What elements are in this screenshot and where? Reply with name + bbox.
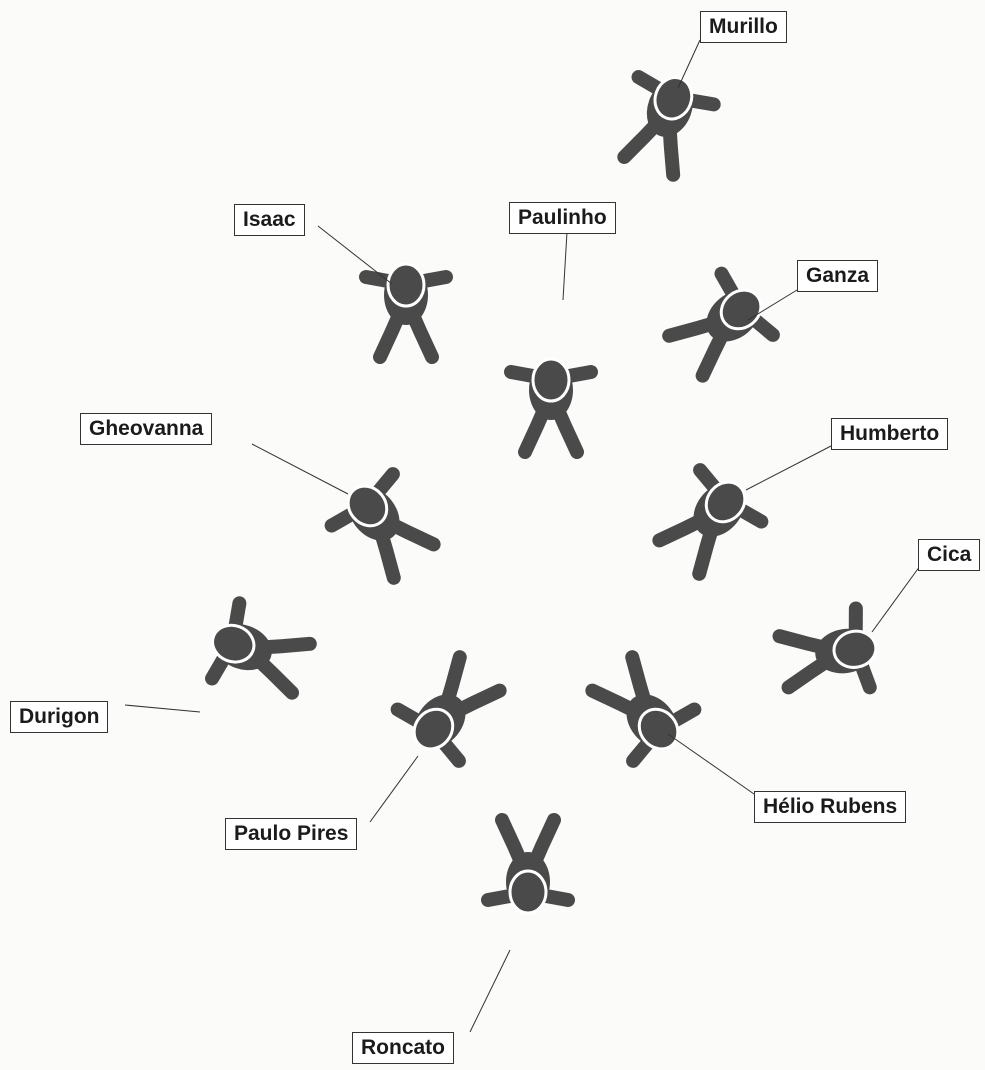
label-cica: Cica — [918, 539, 980, 571]
skydiver-helio-rubens — [582, 648, 703, 771]
skydiver-humberto — [649, 460, 770, 583]
leader-line — [318, 226, 392, 284]
skydiver-durigon — [200, 599, 315, 706]
label-ganza: Ganza — [797, 260, 878, 292]
label-murillo: Murillo — [700, 11, 787, 43]
skydiver-gheovanna — [323, 464, 444, 587]
skydiver-paulinho — [511, 359, 591, 452]
leader-line — [668, 734, 754, 794]
leader-line — [746, 446, 831, 490]
helmet — [510, 871, 546, 913]
label-humberto: Humberto — [831, 418, 948, 450]
skydiver-isaac — [366, 264, 446, 357]
skydiver-cica — [777, 606, 882, 701]
leader-line — [252, 444, 348, 494]
leader-line — [678, 40, 700, 88]
label-paulo-pires: Paulo Pires — [225, 818, 357, 850]
leader-line — [563, 232, 567, 300]
skydiver-roncato — [488, 820, 568, 913]
label-isaac: Isaac — [234, 204, 305, 236]
skydiver-murillo — [611, 65, 718, 180]
leader-line — [872, 566, 920, 632]
leader-line — [125, 705, 200, 712]
label-durigon: Durigon — [10, 701, 108, 733]
label-paulinho: Paulinho — [509, 202, 616, 234]
helmet — [533, 359, 569, 401]
skydiver-ganza — [660, 265, 783, 386]
label-helio-rubens: Hélio Rubens — [754, 791, 906, 823]
leader-line — [370, 756, 418, 822]
label-roncato: Roncato — [352, 1032, 454, 1064]
leader-line — [470, 950, 510, 1032]
skydiver-paulo-pires — [389, 648, 510, 771]
skydiver-figures — [200, 65, 883, 913]
label-gheovanna: Gheovanna — [80, 413, 212, 445]
helmet — [388, 264, 424, 306]
